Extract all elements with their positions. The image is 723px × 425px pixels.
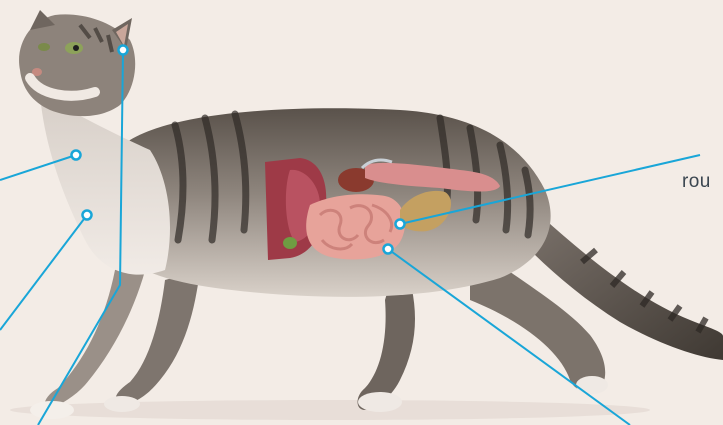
callout-marker-intestine: [396, 220, 405, 229]
cat-chest: [40, 95, 170, 275]
cat-front-paw-front: [30, 401, 74, 419]
cat-back-paw-front: [358, 392, 402, 412]
cat-pupil-right: [73, 45, 79, 51]
cat-front-paw-rear: [104, 396, 140, 412]
cat-back-paw-rear: [576, 376, 608, 394]
cat-eye-left: [38, 43, 50, 51]
callout-marker-abdomen: [384, 245, 393, 254]
callout-label-right-partial: rou: [682, 171, 711, 193]
callout-marker-neck: [119, 46, 128, 55]
callout-line-chest: [0, 215, 87, 330]
callout-marker-chest: [83, 211, 92, 220]
callout-marker-throat: [72, 151, 81, 160]
organ-gallbladder: [283, 237, 297, 249]
